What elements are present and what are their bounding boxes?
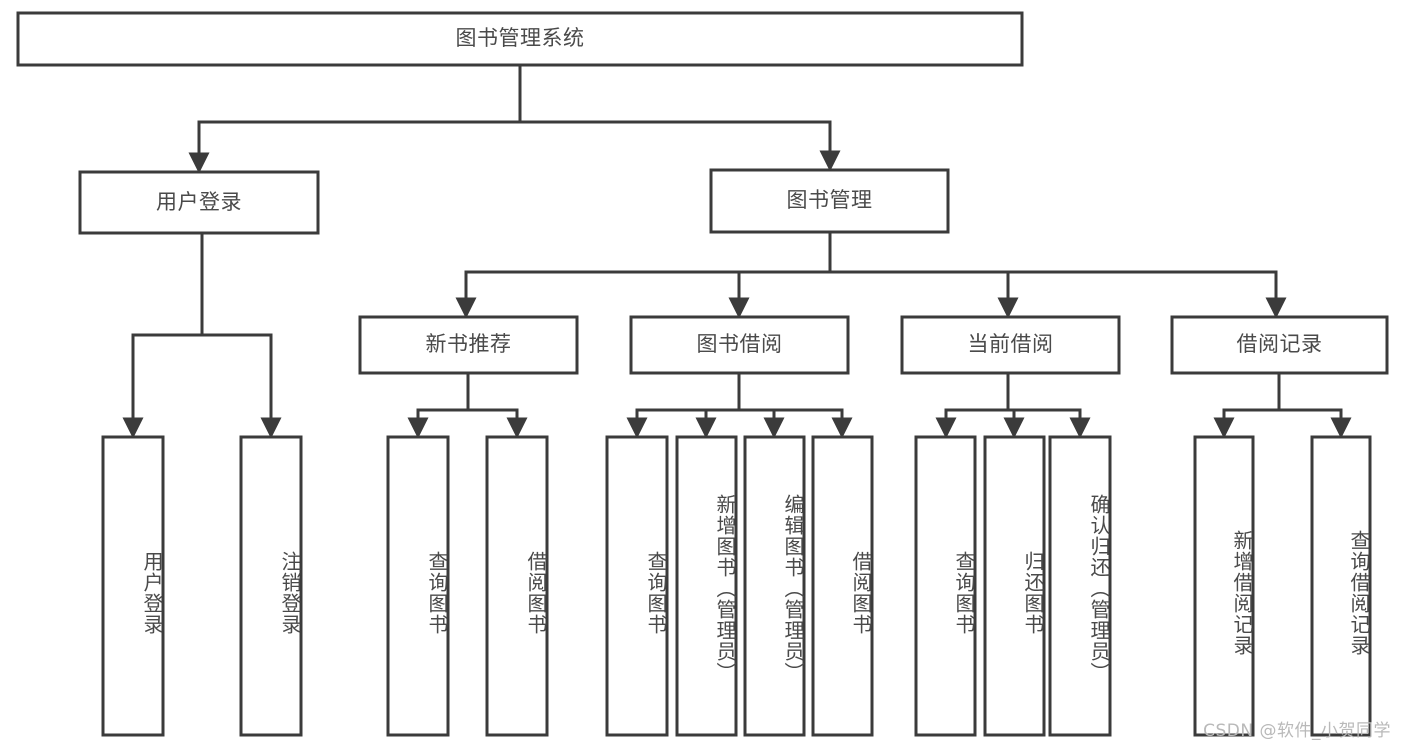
node-box-leaf-add-book[interactable]	[675, 435, 738, 737]
node-box-user-login[interactable]	[78, 170, 320, 235]
node-box-book-borrow[interactable]	[629, 315, 850, 375]
node-box-leaf-logout[interactable]	[239, 435, 303, 737]
node-box-leaf-add-record[interactable]	[1193, 435, 1255, 737]
node-box-leaf-query-book-1[interactable]	[386, 435, 450, 737]
node-box-leaf-confirm-return[interactable]	[1048, 435, 1112, 737]
node-box-leaf-query-book-3[interactable]	[914, 435, 977, 737]
csdn-watermark: CSDN @软件_小贺同学	[1203, 721, 1391, 741]
node-box-leaf-edit-book[interactable]	[743, 435, 806, 737]
node-box-leaf-borrow-book-2[interactable]	[811, 435, 874, 737]
node-box-leaf-query-book-2[interactable]	[605, 435, 669, 737]
node-box-borrow-record[interactable]	[1170, 315, 1389, 375]
node-box-leaf-query-record[interactable]	[1310, 435, 1372, 737]
node-box-root[interactable]	[16, 11, 1024, 67]
node-box-leaf-user-login[interactable]	[101, 435, 165, 737]
node-box-new-book-rec[interactable]	[358, 315, 579, 375]
node-box-leaf-return-book[interactable]	[983, 435, 1046, 737]
node-box-leaf-borrow-book-1[interactable]	[485, 435, 549, 737]
node-box-current-borrow[interactable]	[900, 315, 1121, 375]
node-box-book-manage[interactable]	[709, 168, 950, 234]
